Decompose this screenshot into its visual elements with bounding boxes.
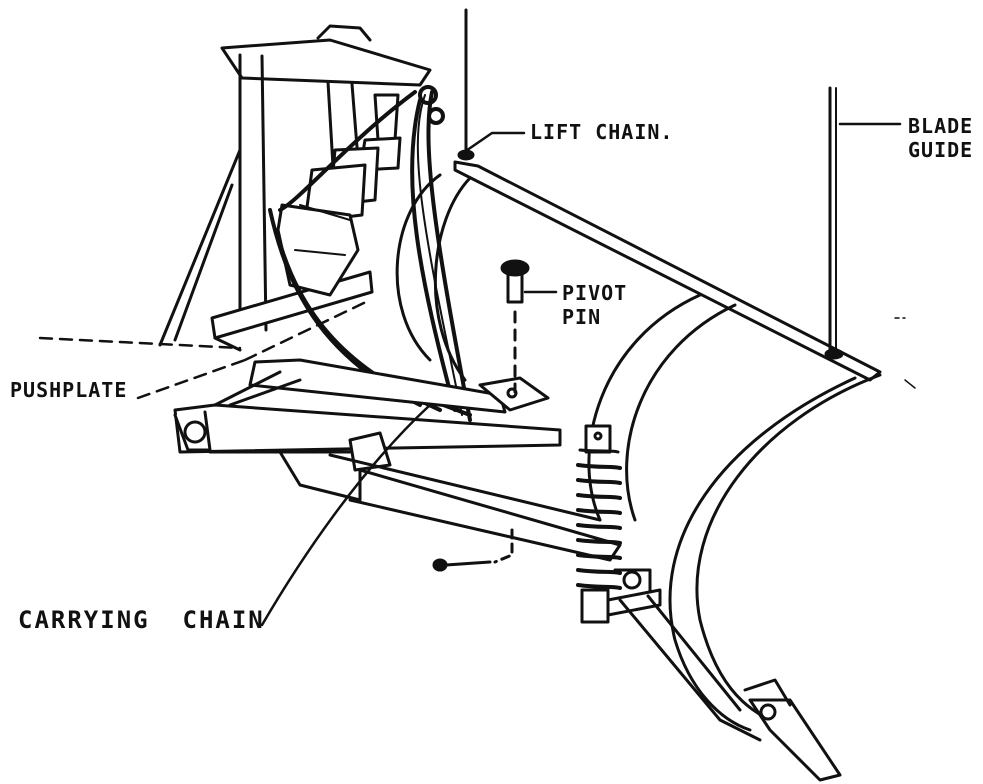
label-lift-chain-text: LIFT CHAIN.: [530, 120, 674, 144]
label-blade-guide: BLADE GUIDE: [908, 114, 973, 162]
trip-spring: [576, 424, 662, 624]
label-lift-chain: LIFT CHAIN.: [530, 120, 673, 144]
hydraulic-ram: [276, 93, 402, 297]
label-pushplate-text: PUSHPLATE: [10, 378, 128, 402]
label-pivot-pin-line1: PIVOT: [562, 281, 628, 305]
lift-chain-rod: [457, 8, 475, 161]
plow-blade: [395, 160, 882, 782]
label-blade-guide-line1: BLADE: [908, 114, 974, 138]
label-pivot-pin-line2: PIN: [562, 305, 602, 329]
label-pivot-pin: PIVOT PIN: [562, 281, 627, 329]
label-pushplate: PUSHPLATE: [10, 378, 127, 402]
label-carrying-chain-text: CARRYING CHAIN: [18, 606, 265, 634]
label-blade-guide-line2: GUIDE: [908, 138, 974, 162]
bolt: [432, 528, 514, 572]
leader-lines: [38, 122, 916, 627]
label-carrying-chain: CARRYING CHAIN: [18, 608, 265, 632]
blade-guide-rod: [824, 86, 844, 360]
lift-chain: [278, 85, 472, 422]
push-frame: [173, 358, 622, 562]
pivot-pin: [500, 259, 530, 394]
pushplate-frame: [158, 24, 432, 352]
